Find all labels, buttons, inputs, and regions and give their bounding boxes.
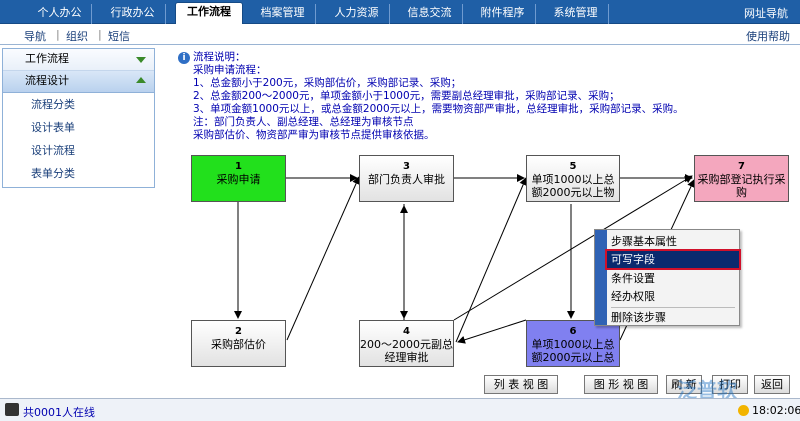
sidebar-item-design-process[interactable]: 设计流程 [31,144,75,157]
description-line: 流程说明： [193,51,246,63]
menu-item-handler-permissions[interactable]: 经办权限 [611,290,655,303]
node-number: 3 [403,161,410,172]
description-line: 采购申请流程： [193,64,267,76]
flow-node-5[interactable]: 5 单项1000以上总额2000元以上物 [526,155,620,202]
node-number: 1 [235,161,242,172]
top-navigation: 个人办公 行政办公 工作流程 档案管理 人力资源 信息交流 附件程序 系统管理 … [0,0,800,24]
tab-info-exchange[interactable]: 信息交流 [397,4,463,24]
expand-arrow-icon [136,57,146,63]
tab-workflow[interactable]: 工作流程 [175,2,243,24]
description-line: 注：部门负责人、副总经理、总经理为审核节点 [193,116,414,128]
arrow-6-to-4 [457,319,527,344]
separator: | [98,28,102,41]
description-line: 采购部估价、物资部严审为审核节点提供审核依据。 [193,129,435,141]
description-line: 2、总金额200～2000元，单项金额小于1000元，需要副总经理审批，采购部记… [193,90,620,102]
menu-separator [611,307,735,308]
node-number: 6 [569,326,577,337]
tab-attachments[interactable]: 附件程序 [470,4,536,24]
info-icon: i [178,52,190,64]
node-label: 部门负责人审批 [368,173,445,186]
help-link[interactable]: 使用帮助 [746,30,790,43]
menu-item-delete-step[interactable]: 删除该步骤 [611,311,666,324]
node-label: 单项1000以上总额2000元以上物 [531,173,615,199]
tab-personal-office[interactable]: 个人办公 [28,4,92,24]
description-lines: 流程说明： 采购申请流程： 1、总金额小于200元，采购部估价，采购部记录、采购… [193,51,684,142]
tab-hr[interactable]: 人力资源 [324,4,390,24]
sidebar-section-label: 工作流程 [25,52,69,65]
sms-link[interactable]: 短信 [108,30,130,43]
flow-node-6[interactable]: 6 单项1000以上总额2000元以上总 [526,320,620,367]
print-button[interactable]: 打印 [712,375,748,394]
sidebar-item-form-category[interactable]: 表单分类 [31,167,75,180]
url-nav-link[interactable]: 网址导航 [744,7,788,20]
status-bar: 共0001人在线 18:02:06 [0,398,800,421]
sidebar-section-workflow[interactable]: 工作流程 [3,49,154,71]
description-line: 1、总金额小于200元，采购部估价，采购部记录、采购； [193,77,462,89]
context-menu: 步骤基本属性 可写字段 条件设置 经办权限 删除该步骤 [594,229,741,326]
sidebar-item-process-category[interactable]: 流程分类 [31,98,75,111]
arrow-2-to-3 [286,176,360,341]
sidebar-section-label: 流程设计 [25,74,69,87]
node-number: 5 [569,161,577,172]
list-view-button[interactable]: 列 表 视 图 [484,375,558,394]
arrow-4-to-7 [453,175,693,321]
flow-node-3[interactable]: 3 部门负责人审批 [359,155,454,202]
node-label: 单项1000以上总额2000元以上总 [531,338,615,364]
nav-link[interactable]: 导航 [24,30,46,43]
node-label: 采购申请 [216,173,261,186]
clock-icon [738,405,749,416]
flow-node-4[interactable]: 4 200～2000元副总经理审批 [359,320,454,367]
menu-item-condition-settings[interactable]: 条件设置 [611,272,655,285]
menu-item-step-properties[interactable]: 步骤基本属性 [611,235,677,248]
online-count[interactable]: 共0001人在线 [23,406,95,419]
node-label: 200～2000元副总经理审批 [360,338,453,364]
menu-side-strip [595,230,607,325]
collapse-arrow-icon [136,77,146,83]
tab-system[interactable]: 系统管理 [543,4,609,24]
node-label: 采购部估价 [211,338,266,351]
node-number: 4 [403,326,410,337]
arrow-4-to-5 [455,177,527,343]
flow-node-2[interactable]: 2 采购部估价 [191,320,286,367]
menu-item-writable-fields[interactable]: 可写字段 [605,249,741,270]
node-label: 采购部登记执行采购 [697,173,786,199]
description-line: 3、单项金额1000元以上，或总金额2000元以上，需要物资部严审批，总经理审批… [193,103,684,115]
flow-node-1[interactable]: 1 采购申请 [191,155,286,202]
org-link[interactable]: 组织 [66,30,88,43]
tab-admin-office[interactable]: 行政办公 [100,4,166,24]
sidebar: 工作流程 流程设计 流程分类 设计表单 设计流程 表单分类 [2,48,155,188]
sub-navigation: 导航 | 组织 | 短信 使用帮助 [0,25,800,45]
node-number: 7 [738,161,745,172]
flow-node-7[interactable]: 7 采购部登记执行采购 [694,155,789,202]
node-number: 2 [235,326,242,337]
graph-view-button[interactable]: 图 形 视 图 [584,375,658,394]
sidebar-section-process-design[interactable]: 流程设计 [3,71,154,93]
back-button[interactable]: 返回 [754,375,790,394]
status-time: 18:02:06 [752,404,800,417]
separator: | [56,28,60,41]
refresh-button[interactable]: 刷 新 [666,375,702,394]
tab-archive[interactable]: 档案管理 [250,4,316,24]
sidebar-item-design-form[interactable]: 设计表单 [31,121,75,134]
users-online-icon [5,403,19,416]
